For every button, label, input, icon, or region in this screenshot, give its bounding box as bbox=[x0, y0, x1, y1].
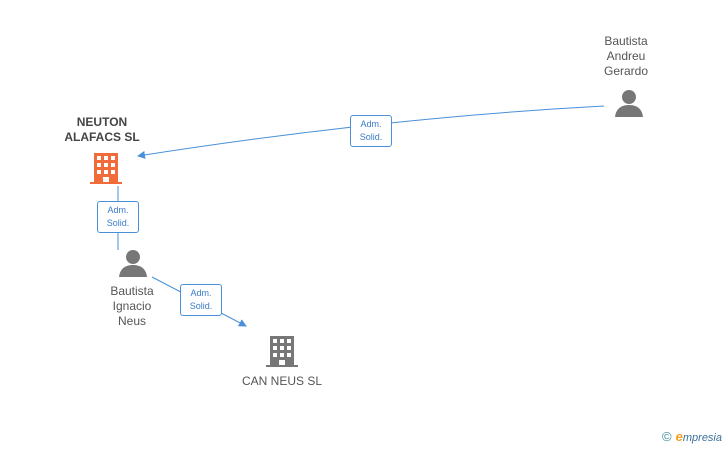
role-badge-line1: Adm. bbox=[360, 119, 382, 129]
person-icon[interactable] bbox=[614, 88, 644, 123]
role-badge: Adm. Solid. bbox=[97, 201, 139, 233]
brand-logo: empresia bbox=[675, 429, 722, 444]
person-icon[interactable] bbox=[118, 248, 148, 283]
building-icon[interactable] bbox=[90, 151, 122, 190]
footer-brand[interactable]: © empresia bbox=[662, 429, 722, 444]
role-badge-line1: Adm. bbox=[107, 205, 129, 215]
copyright-icon: © bbox=[662, 429, 672, 444]
person-label-andreu[interactable]: Bautista Andreu Gerardo bbox=[603, 34, 649, 78]
role-badge-line2: Solid. bbox=[106, 218, 130, 228]
role-badge: Adm. Solid. bbox=[180, 284, 222, 316]
role-badge-line2: Solid. bbox=[189, 301, 213, 311]
role-badge: Adm. Solid. bbox=[350, 115, 392, 147]
building-icon[interactable] bbox=[266, 334, 298, 373]
person-label-ignacio[interactable]: Bautista Ignacio Neus bbox=[110, 284, 154, 328]
company-label-canneus[interactable]: CAN NEUS SL bbox=[241, 374, 323, 388]
role-badge-line2: Solid. bbox=[359, 132, 383, 142]
company-label-neuton[interactable]: NEUTON ALAFACS SL bbox=[64, 115, 140, 144]
role-badge-line1: Adm. bbox=[190, 288, 212, 298]
